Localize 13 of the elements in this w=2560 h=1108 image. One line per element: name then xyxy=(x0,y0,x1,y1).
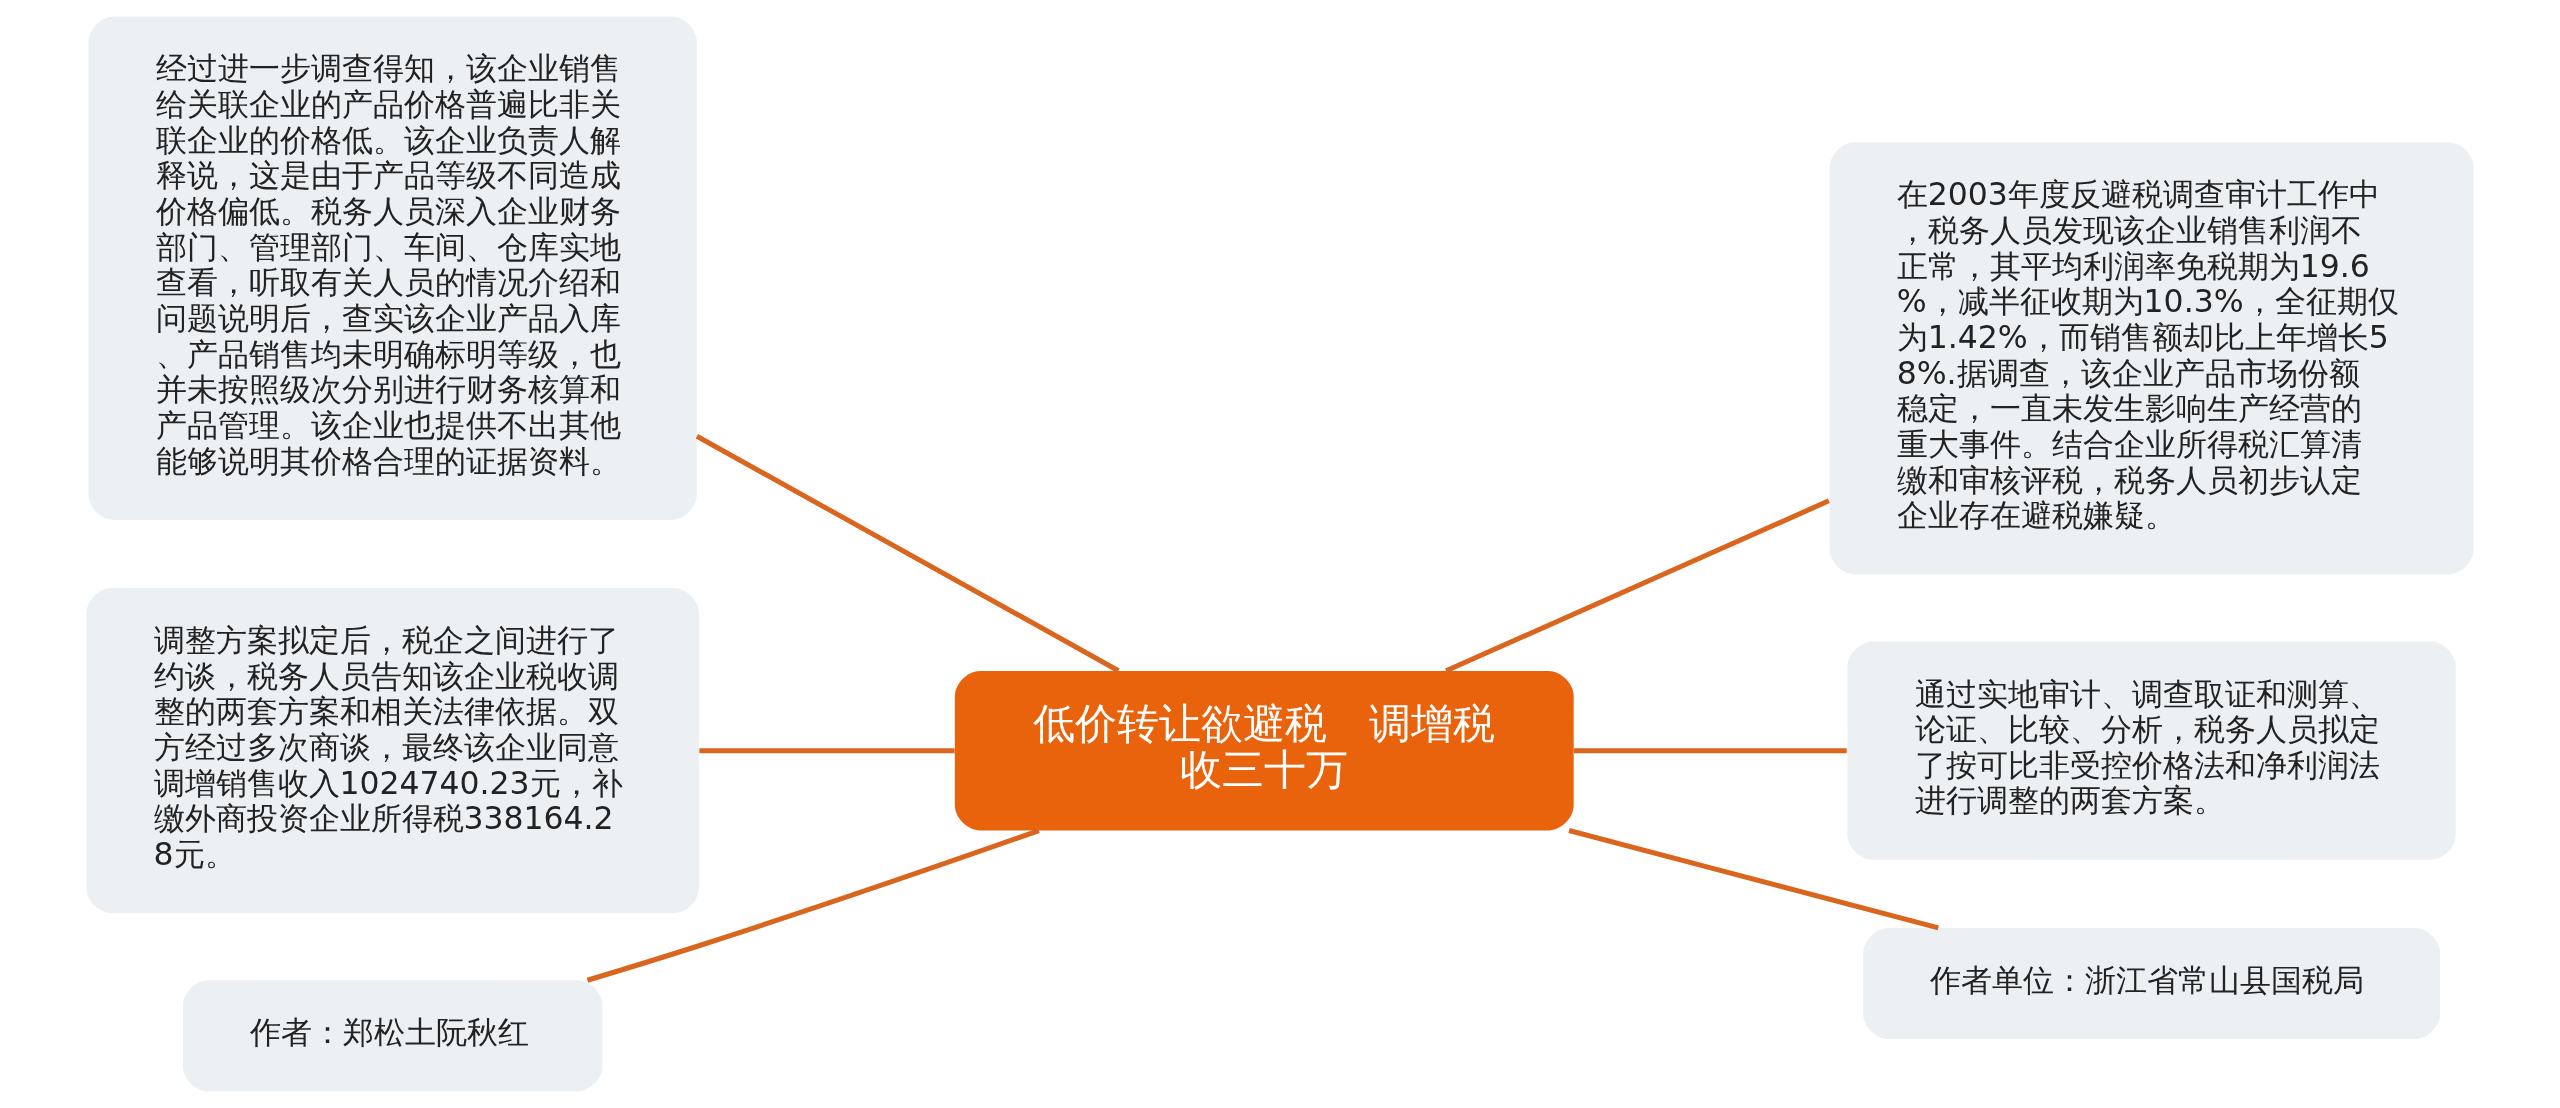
node-box: 作者：郑松土阮秋红 xyxy=(182,980,603,1092)
node-box: 在2003年度反避税调查审计工作中，税务人员发现该企业销售利润不正常，其平均利润率免税期为19.6%，减半征收期为10.3%，全征期仅为1.42%，而销售额却比上年增长58%.据调查，该企业产品市场份额稳定，一直未发生影响生产经营的重大事件。结合企业所得税汇算清缴和审核评税，税务人员初步认定企业存在避税嫌疑。 xyxy=(1829,142,2474,575)
connector xyxy=(1445,498,1830,674)
node-box: 作者单位：浙江省常山县国税局 xyxy=(1863,927,2441,1040)
connector xyxy=(1568,828,1939,931)
connector xyxy=(586,828,1040,983)
connector xyxy=(695,434,1120,673)
node-box: 低价转让欲避税 调增税收三十万 xyxy=(954,670,1574,831)
node-box: 调整方案拟定后，税企之间进行了约谈，税务人员告知该企业税收调整的两套方案和相关法律依据。双方经过多次商谈，最终该企业同意调增销售收入1024740.23元，补缴外商投资企业所得税338164.28元。 xyxy=(86,588,699,914)
node-box: 经过进一步调查得知，该企业销售给关联企业的产品价格普遍比非关联企业的价格低。该企业负责人解释说，这是由于产品等级不同造成价格偏低。税务人员深入企业财务部门、管理部门、车间、仓库实地查看，听取有关人员的情况介绍和问题说明后，查实该企业产品入库、产品销售均未明确标明等级，也并未按照级次分别进行财务核算和产品管理。该企业也提供不出其他能够说明其价格合理的证据资料。 xyxy=(88,16,697,520)
node-box: 通过实地审计、调查取证和测算、论证、比较、分析，税务人员拟定了按可比非受控价格法和净利润法进行调整的两套方案。 xyxy=(1847,641,2456,860)
connector xyxy=(699,748,955,754)
connector xyxy=(1574,748,1847,754)
